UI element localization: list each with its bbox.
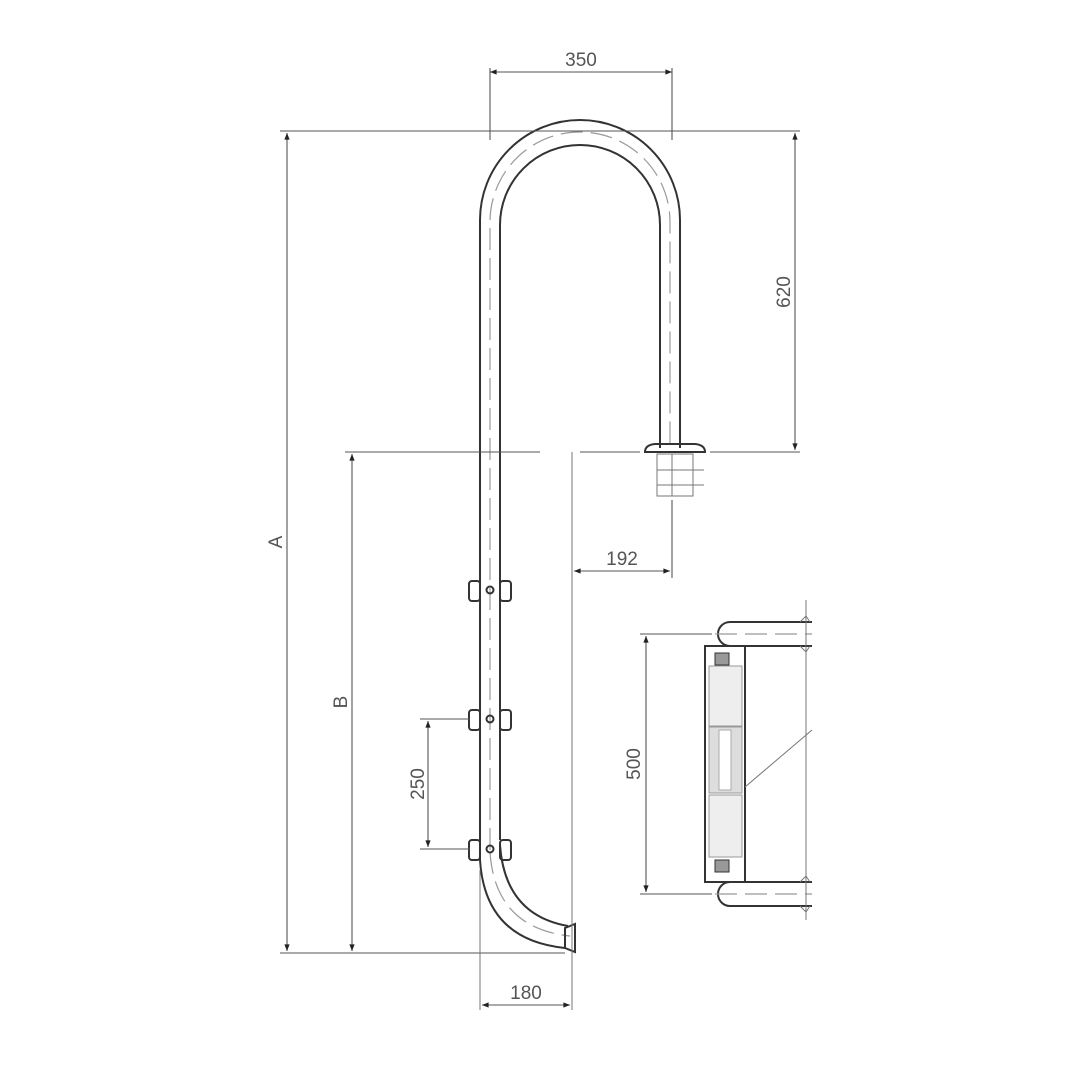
bracket-1 <box>468 580 512 602</box>
dim-620-label: 620 <box>774 276 795 308</box>
bracket-3 <box>468 839 512 861</box>
dim-250-label: 250 <box>408 768 429 800</box>
dim-192-label: 192 <box>606 549 638 570</box>
dim-350-label: 350 <box>565 50 597 71</box>
step-detail: 500 <box>624 600 813 920</box>
dim-B-label: B <box>331 696 352 709</box>
dim-A-label: A <box>266 535 287 548</box>
dim-500-label: 500 <box>624 748 645 780</box>
dimension-B: B <box>331 454 355 952</box>
dimension-620: 620 <box>774 133 798 450</box>
anchor-flange <box>643 443 707 497</box>
dimension-192: 192 <box>573 549 671 574</box>
dimension-A: A <box>266 133 290 952</box>
dimension-180: 180 <box>482 983 571 1008</box>
wall-brackets <box>468 580 512 861</box>
bracket-2 <box>468 709 512 731</box>
handrail-pipe <box>479 119 681 954</box>
dim-180-label: 180 <box>510 983 542 1004</box>
dimension-250: 250 <box>408 720 431 848</box>
dimension-350: 350 <box>490 50 673 75</box>
extension-lines <box>280 68 800 1010</box>
